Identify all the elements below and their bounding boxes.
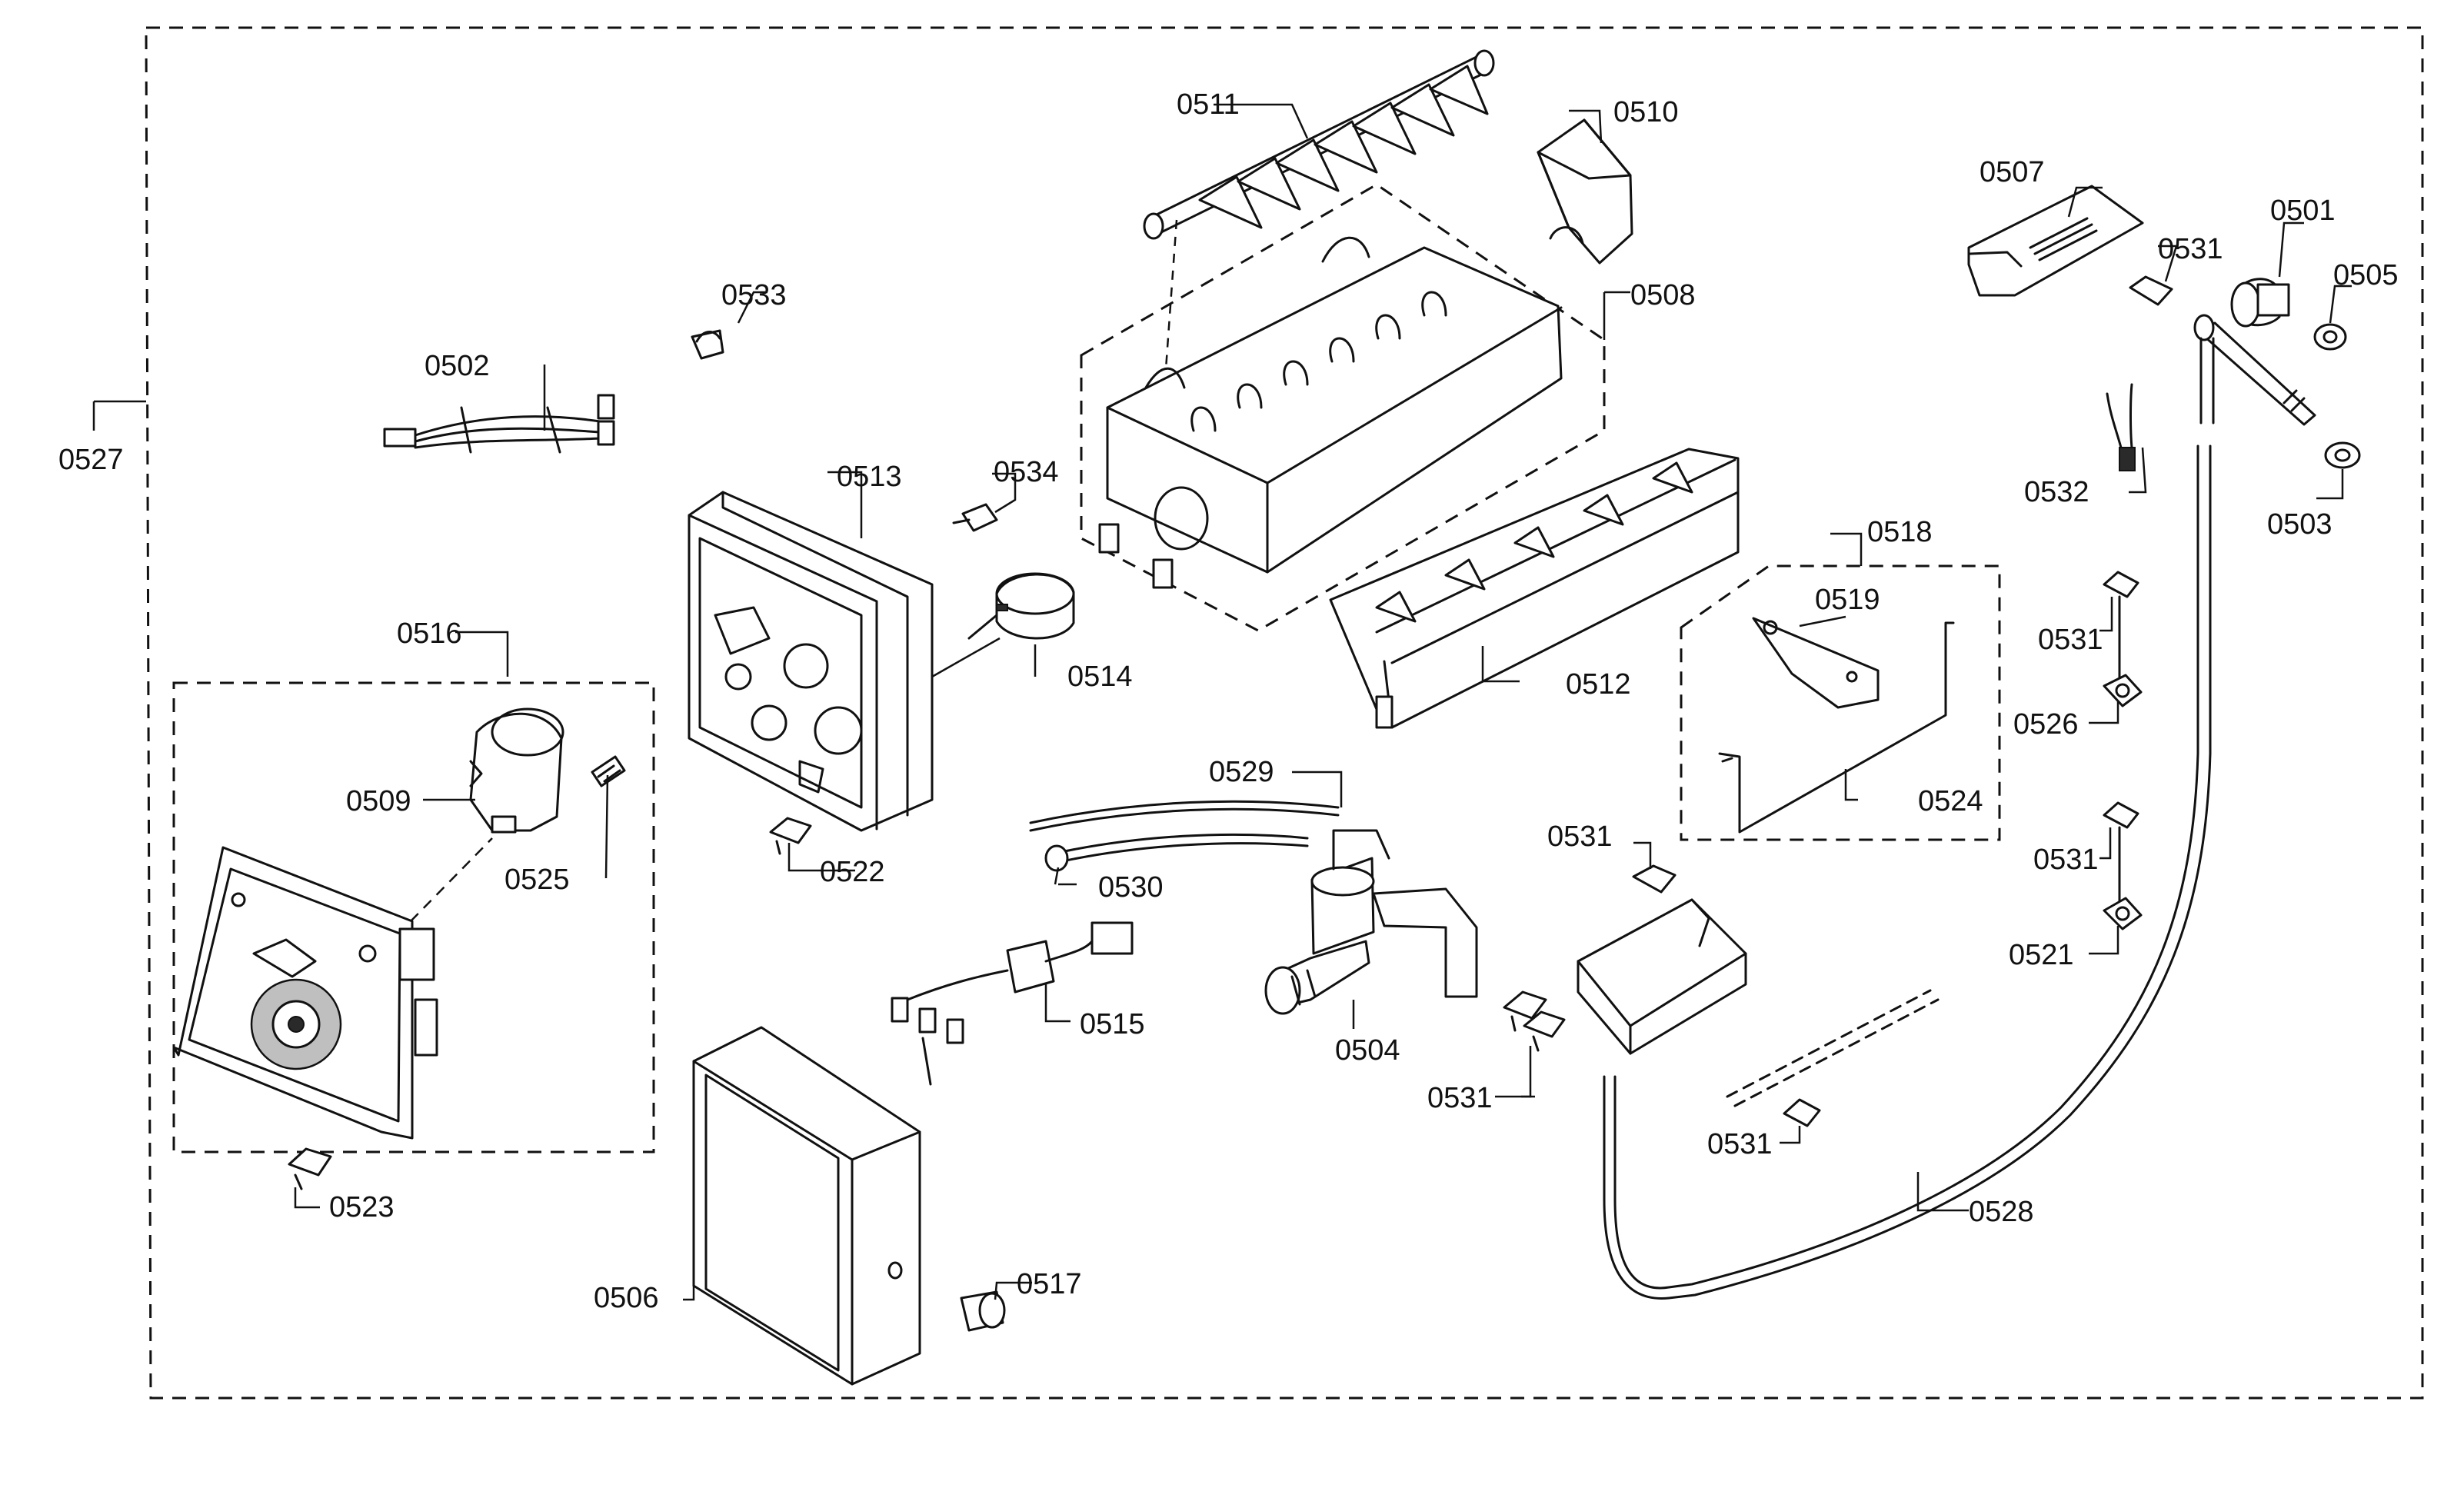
callout-0531-bracket: 0531	[1547, 821, 1613, 853]
callout-0531-mid2: 0531	[2033, 844, 2099, 876]
arm-0524	[1718, 621, 1955, 834]
clamp-0521	[2103, 897, 2143, 930]
callout-0513: 0513	[837, 461, 902, 493]
callout-0509: 0509	[346, 785, 411, 817]
callout-0524: 0524	[1918, 785, 1983, 817]
screw-0522	[769, 817, 812, 855]
valve-bracket	[1577, 898, 1747, 1055]
callout-0506: 0506	[594, 1282, 659, 1314]
fill-tube	[1029, 800, 1340, 872]
screw-0523	[288, 1147, 332, 1190]
callout-0510: 0510	[1613, 96, 1679, 128]
screw-0531-d	[2129, 275, 2173, 306]
callout-0514: 0514	[1067, 661, 1133, 693]
callout-0508: 0508	[1630, 279, 1696, 311]
lever-group	[1680, 564, 2001, 841]
washer-0505	[2313, 323, 2347, 351]
motor	[469, 707, 564, 834]
bushing	[2230, 278, 2290, 328]
callout-0505: 0505	[2333, 259, 2399, 291]
motor-module-group	[172, 681, 655, 1153]
callout-0531-top: 0531	[2158, 233, 2223, 265]
ice-mold	[1098, 236, 1563, 589]
callout-0511: 0511	[1177, 88, 1240, 121]
callout-0518: 0518	[1867, 516, 1933, 548]
leader-lines	[294, 103, 2352, 1301]
callout-0529: 0529	[1209, 756, 1274, 788]
callout-0517: 0517	[1017, 1268, 1082, 1300]
screw-0531-g	[1783, 1098, 1821, 1127]
callout-0532: 0532	[2024, 476, 2089, 508]
heater-tube	[1603, 444, 2212, 1300]
fastener-strip	[1726, 989, 1940, 1107]
clip-0533	[691, 329, 724, 360]
clip-0534	[952, 503, 998, 532]
screw-0531-f	[2103, 801, 2139, 904]
callout-0515: 0515	[1080, 1008, 1145, 1040]
stripper	[1329, 448, 1740, 729]
ejector-shaft	[1143, 49, 1495, 240]
lever-0519	[1752, 617, 1880, 709]
callout-0531-valve: 0531	[1427, 1082, 1493, 1114]
clamp-0526	[2103, 674, 2143, 707]
callout-0526: 0526	[2013, 708, 2079, 741]
callout-0523: 0523	[329, 1191, 395, 1223]
sensor-0532	[2106, 383, 2136, 471]
callout-0530: 0530	[1098, 871, 1164, 904]
callout-0525: 0525	[504, 864, 570, 896]
callout-0503: 0503	[2267, 508, 2332, 541]
wire-harness	[383, 394, 615, 454]
screw-0531-e	[2103, 571, 2139, 681]
callout-0528: 0528	[1969, 1196, 2034, 1228]
callout-0516: 0516	[397, 618, 462, 650]
screw-0531-b	[1523, 1010, 1566, 1052]
plug-0517	[960, 1290, 1006, 1332]
callout-0533: 0533	[721, 279, 787, 311]
fill-cup	[1537, 118, 1633, 265]
control-housing	[688, 491, 934, 832]
callout-0512: 0512	[1566, 668, 1631, 701]
cover-plate	[1967, 185, 2144, 297]
water-valve	[1264, 829, 1478, 1015]
callout-0519: 0519	[1815, 584, 1880, 616]
callout-0531-mid1: 0531	[2038, 624, 2103, 656]
module-housing	[172, 846, 438, 1140]
assembly-boundary	[145, 26, 2424, 1400]
callout-0522: 0522	[820, 856, 885, 888]
screw-0531-a	[1503, 990, 1547, 1032]
callout-0502: 0502	[425, 350, 490, 382]
callout-0534: 0534	[994, 456, 1059, 488]
callout-0521: 0521	[2009, 939, 2074, 971]
front-cover	[692, 1026, 921, 1386]
callout-0527: 0527	[58, 444, 124, 476]
callout-0501: 0501	[2270, 195, 2336, 227]
sensor-harness	[891, 921, 1134, 1086]
callout-0504: 0504	[1335, 1034, 1400, 1067]
washer-0503	[2324, 441, 2361, 469]
drive-shaft	[2193, 314, 2316, 426]
callout-0531-strip: 0531	[1707, 1128, 1773, 1160]
thermostat	[967, 572, 1075, 640]
screw-0531-c	[1632, 864, 1677, 894]
callout-0507: 0507	[1980, 156, 2045, 188]
